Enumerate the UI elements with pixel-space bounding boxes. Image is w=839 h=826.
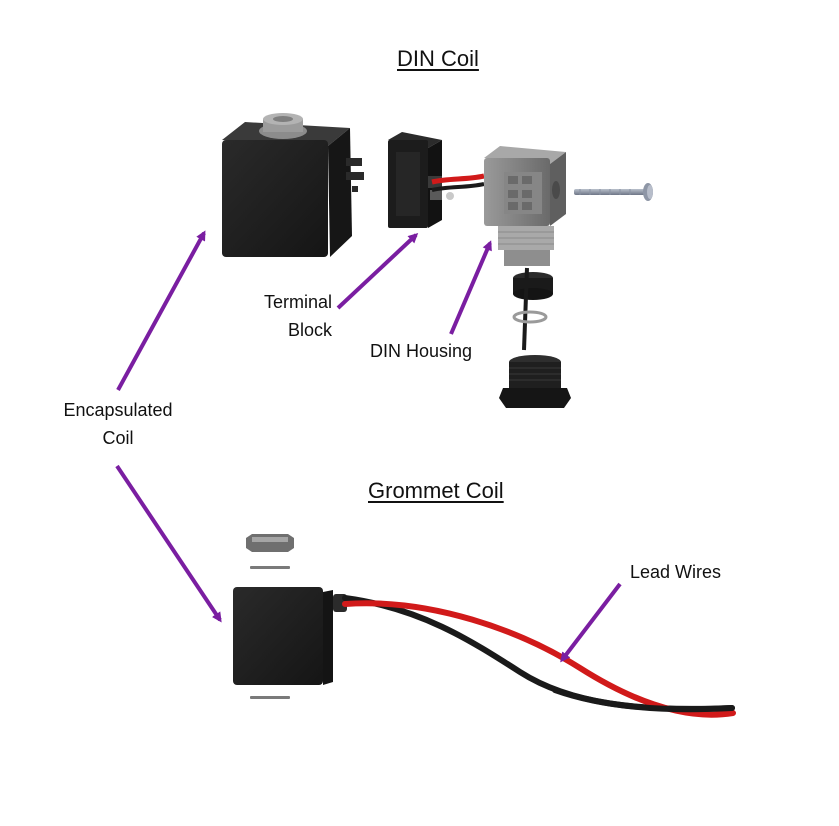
housing-screw <box>574 183 653 201</box>
callout-arrows <box>115 230 622 663</box>
arrow-terminal-block <box>336 232 419 310</box>
din-coil-title: DIN Coil <box>397 46 479 71</box>
grommet-encapsulated-coil <box>233 587 347 699</box>
terminal-block-label-line2: Block <box>287 320 332 340</box>
terminal-block-part <box>388 132 454 228</box>
din-housing-label: DIN Housing <box>370 341 473 361</box>
arrow-lead-wires <box>560 582 622 663</box>
din-internal-wires <box>431 173 485 192</box>
encapsulated-coil-label: Encapsulated Coil <box>44 396 192 452</box>
din-cable-gland-stack <box>499 267 571 408</box>
din-encapsulated-coil <box>222 113 364 257</box>
encapsulated-coil-label-line1: Encapsulated <box>63 400 173 420</box>
lead-wires-label: Lead Wires <box>630 562 722 582</box>
terminal-block-label: Terminal Block <box>236 288 332 344</box>
grommet-coil-nut <box>246 534 294 569</box>
grommet-coil-title: Grommet Coil <box>368 478 504 503</box>
grommet-lead-wires <box>342 595 736 718</box>
arrow-din-housing <box>449 240 492 335</box>
arrow-encapsulated-coil-lower <box>115 464 222 623</box>
terminal-block-label-line1: Terminal <box>263 292 332 312</box>
arrow-encapsulated-coil-upper <box>116 230 206 391</box>
encapsulated-coil-label-line2: Coil <box>102 428 134 448</box>
din-housing-part <box>484 146 566 266</box>
